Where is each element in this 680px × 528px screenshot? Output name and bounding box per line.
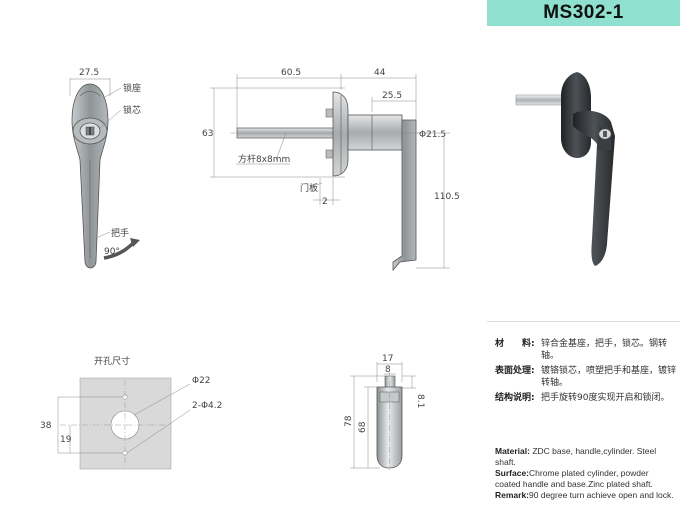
cutout-title: 开孔尺寸 bbox=[94, 355, 130, 367]
neck-length-label: 25.5 bbox=[382, 91, 402, 101]
spec-en-key: Material: bbox=[495, 446, 530, 456]
product-model-title: MS302-1 bbox=[543, 2, 624, 23]
spec-cn-value: 镀铬锁芯，喷塑把手和基座，镀锌转轴。 bbox=[541, 366, 677, 388]
hole-diameter-label: Φ22 bbox=[192, 376, 211, 386]
cylinder-body bbox=[347, 114, 403, 151]
spec-cn-row: 材 料: 锌合金基座，把手，锁芯。钢转轴。 bbox=[495, 338, 680, 362]
spec-cn-key: 材 料: bbox=[495, 339, 535, 349]
shaft-spec-label: 方杆8x8mm bbox=[238, 153, 290, 165]
side-view: 60.5 44 25.5 63 Φ21.5 方杆8x8mm 门板 bbox=[202, 68, 460, 272]
screw-holes-label: 2-Φ4.2 bbox=[192, 401, 222, 411]
core-width-outer-label: 17 bbox=[382, 354, 393, 364]
panel-divider bbox=[487, 321, 680, 322]
base-label: 锁座 bbox=[123, 82, 141, 94]
spec-cn-value: 锌合金基座，把手，锁芯。钢转轴。 bbox=[541, 339, 668, 361]
head-length-label: 44 bbox=[374, 68, 386, 78]
handle-photo bbox=[515, 72, 615, 266]
core-body-length-label: 68 bbox=[358, 421, 368, 433]
spec-en-row: Material: ZDC base, handle,cylinder. Ste… bbox=[495, 446, 675, 468]
side-base bbox=[332, 91, 349, 177]
spec-en-value: Chrome plated cylinder, powder coated ha… bbox=[495, 468, 653, 489]
height-label: 63 bbox=[202, 129, 213, 139]
rotation-label: 90° bbox=[104, 247, 120, 257]
panel-thickness-label: 2 bbox=[322, 197, 328, 207]
spec-en-key: Surface: bbox=[495, 468, 530, 478]
core-label: 锁芯 bbox=[123, 104, 141, 116]
spec-cn-key: 表面处理: bbox=[495, 366, 535, 376]
spec-en-value: ZDC base, handle,cylinder. Steel shaft. bbox=[495, 446, 657, 467]
spec-cn-key: 结构说明: bbox=[495, 393, 535, 403]
spec-en-row: Surface:Chrome plated cylinder, powder c… bbox=[495, 468, 675, 490]
core-top-length-label: 8.1 bbox=[415, 394, 425, 408]
spec-cn-row: 表面处理: 镀铬锁芯，喷塑把手和基座，镀锌转轴。 bbox=[495, 365, 680, 389]
spec-en-key: Remark: bbox=[495, 490, 530, 500]
spec-cn-row: 结构说明: 把手旋转90度实现开启和锁闭。 bbox=[495, 392, 680, 404]
title-bar: MS302-1 bbox=[487, 0, 680, 26]
cutout-view: 开孔尺寸 38 19 Φ22 2-Φ4.2 bbox=[40, 355, 222, 470]
shaft-length-label: 60.5 bbox=[281, 68, 301, 78]
spec-en-row: Remark:90 degree turn achieve open and l… bbox=[495, 490, 675, 501]
spec-panel: MS302-1 bbox=[487, 0, 680, 528]
technical-drawing: 27.5 锁座 锁芯 把手 90° 60.5 44 25.5 63 bbox=[40, 68, 460, 470]
diameter-label: Φ21.5 bbox=[419, 130, 446, 140]
core-width-inner-label: 8 bbox=[385, 365, 391, 375]
spacing-outer-label: 38 bbox=[40, 421, 52, 431]
core-total-length-label: 78 bbox=[344, 415, 354, 427]
spec-chinese: 材 料: 锌合金基座，把手，锁芯。钢转轴。 表面处理: 镀铬锁芯，喷塑把手和基座… bbox=[495, 338, 680, 407]
handle-label: 把手 bbox=[111, 227, 129, 239]
front-width-label: 27.5 bbox=[79, 68, 99, 78]
spec-en-value: 90 degree turn achieve open and lock. bbox=[529, 490, 674, 500]
spec-cn-value: 把手旋转90度实现开启和锁闭。 bbox=[541, 393, 670, 403]
side-handle bbox=[392, 119, 417, 272]
spec-english: Material: ZDC base, handle,cylinder. Ste… bbox=[495, 446, 675, 501]
core-tip bbox=[384, 375, 396, 389]
panel-label: 门板 bbox=[300, 182, 318, 194]
spacing-inner-label: 19 bbox=[60, 435, 72, 445]
handle-length-label: 110.5 bbox=[434, 192, 460, 202]
product-photo bbox=[487, 26, 680, 321]
core-view: 17 8 8.1 78 68 bbox=[344, 354, 425, 470]
front-view: 27.5 锁座 锁芯 把手 90° bbox=[69, 68, 141, 269]
